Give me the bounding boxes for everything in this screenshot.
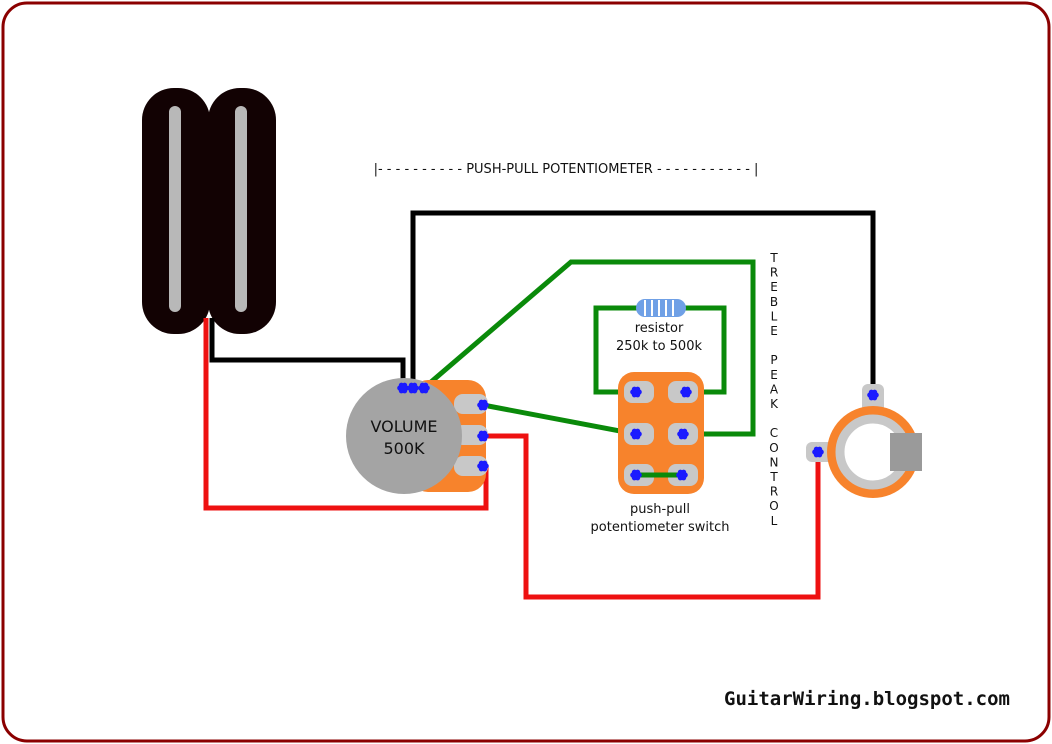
volume-value-label: 500K: [383, 439, 425, 458]
solder-points: [397, 382, 879, 481]
treble-peak-control-letter: N: [770, 455, 779, 469]
treble-peak-control-letter: C: [770, 426, 778, 440]
resistor-icon: [636, 299, 686, 317]
solder-point: [677, 428, 689, 440]
brand-label: GuitarWiring.blogspot.com: [724, 688, 1010, 710]
treble-peak-control-letter: R: [770, 266, 778, 280]
push-pull-header: |- - - - - - - - - - PUSH-PULL POTENTIOM…: [374, 162, 759, 177]
solder-point: [397, 382, 409, 394]
treble-peak-control-letter: T: [769, 470, 778, 484]
humbucker-pickup-icon: [142, 88, 276, 334]
treble-peak-control-letter: A: [770, 382, 779, 396]
wire-green-top: [422, 259, 756, 437]
solder-point: [812, 446, 824, 458]
switch-label-line1: push-pull: [630, 502, 690, 517]
treble-peak-control-letter: K: [770, 397, 779, 411]
wire-red-jack: [484, 433, 821, 600]
solder-point: [477, 460, 489, 472]
pot-lug-3: [454, 456, 488, 476]
treble-peak-control-letter: L: [771, 309, 778, 323]
jack-tab: [890, 433, 922, 471]
solder-point: [407, 382, 419, 394]
treble-peak-control-letter: E: [770, 324, 778, 338]
pot-body: [346, 378, 462, 494]
solder-point: [676, 469, 688, 481]
switch-label-line2: potentiometer switch: [591, 520, 730, 535]
wires: [203, 210, 876, 600]
solder-point: [477, 399, 489, 411]
resistor-range-label: 250k to 500k: [616, 339, 702, 354]
wire-green-mid: [482, 402, 637, 437]
treble-peak-control-letter: L: [771, 514, 778, 528]
treble-peak-control-letter: P: [770, 353, 777, 367]
treble-peak-control-letter: O: [769, 499, 778, 513]
treble-peak-control-letter: R: [770, 485, 778, 499]
wire-green-resistor-right: [682, 305, 727, 395]
solder-point: [680, 386, 692, 398]
output-jack-icon: [806, 384, 922, 498]
solder-point: [418, 382, 430, 394]
wire-black-pickup: [209, 318, 406, 388]
pole-bar-left: [169, 106, 181, 312]
potentiometer-icon: [346, 378, 488, 494]
treble-peak-control-letter: E: [770, 368, 778, 382]
solder-point: [477, 430, 489, 442]
wire-red-pickup: [203, 318, 489, 511]
treble-peak-control-letter: T: [769, 251, 778, 265]
pole-bar-right: [235, 106, 247, 312]
treble-peak-control-letter: E: [770, 280, 778, 294]
solder-point: [867, 389, 879, 401]
wire-green-resistor-left: [593, 305, 640, 395]
resistor-label: resistor: [635, 321, 684, 336]
solder-point: [630, 386, 642, 398]
solder-point: [630, 428, 642, 440]
volume-label: VOLUME: [371, 417, 438, 436]
treble-peak-control-letter: O: [769, 441, 778, 455]
wire-black-jack: [410, 210, 876, 395]
solder-point: [630, 469, 642, 481]
treble-peak-control-letter: B: [770, 295, 778, 309]
